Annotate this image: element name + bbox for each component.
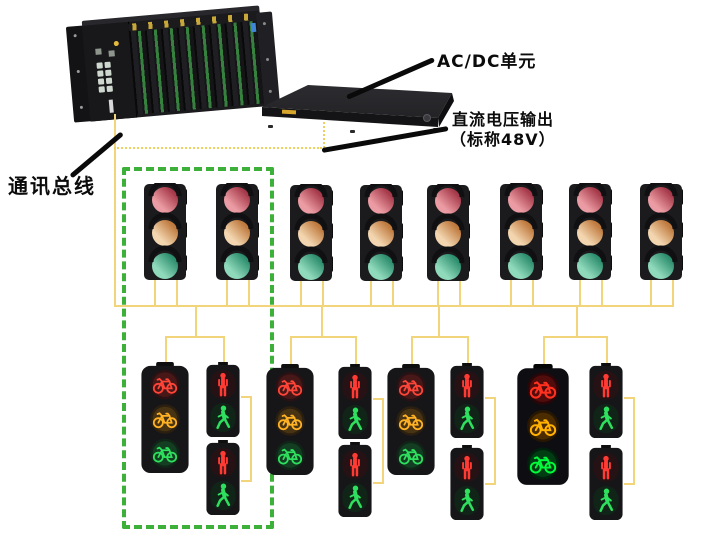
status-led bbox=[113, 40, 120, 47]
io-card-slots bbox=[128, 20, 266, 115]
wire-stub bbox=[579, 278, 581, 306]
wire-stub bbox=[672, 278, 674, 306]
acdc-foot bbox=[350, 130, 355, 133]
comm-bus-label: 通讯总线 bbox=[8, 174, 96, 198]
acdc-dc-port bbox=[423, 114, 431, 122]
dc-output-leader-line bbox=[321, 126, 449, 153]
port-icon bbox=[108, 50, 115, 57]
vehicle-signal-head bbox=[499, 183, 543, 281]
group-drop-wire bbox=[438, 305, 440, 336]
wire-stub bbox=[459, 278, 461, 306]
vehicle-signal-head bbox=[215, 183, 259, 281]
wire-stub bbox=[154, 278, 156, 306]
vehicle-signal-head bbox=[639, 183, 683, 281]
acdc-foot bbox=[268, 125, 273, 128]
pedestrian-signal-head bbox=[337, 442, 373, 518]
group-bracket-leg bbox=[543, 336, 545, 364]
vehicle-signal-head bbox=[426, 184, 470, 282]
port-icon bbox=[95, 48, 102, 55]
wire-stub bbox=[510, 278, 512, 306]
pedestrian-signal-head bbox=[205, 362, 241, 438]
highlight-group-box bbox=[122, 167, 274, 529]
wire-stub bbox=[370, 278, 372, 306]
ac-dc-power-unit bbox=[255, 78, 460, 133]
wire-stub bbox=[437, 278, 439, 306]
eth-port-icon bbox=[250, 22, 257, 33]
group-drop-wire bbox=[576, 305, 578, 336]
ped-pair-link bbox=[485, 397, 496, 485]
pedestrian-signal-head bbox=[205, 440, 241, 516]
bicycle-signal-head bbox=[265, 364, 315, 476]
wire-stub bbox=[322, 278, 324, 306]
ped-pair-link bbox=[624, 397, 635, 485]
group-drop-wire bbox=[321, 305, 323, 336]
pedestrian-signal-head bbox=[337, 364, 373, 440]
wire-stub bbox=[248, 278, 250, 306]
group-bracket bbox=[543, 336, 607, 338]
dc-output-label-line1: 直流电压输出 bbox=[452, 110, 555, 129]
group-bracket-leg bbox=[411, 336, 413, 364]
group-bracket bbox=[411, 336, 468, 338]
bicycle-signal-head bbox=[516, 364, 570, 486]
dc-output-drop bbox=[323, 122, 325, 148]
group-bracket bbox=[290, 336, 356, 338]
terminal-block bbox=[96, 61, 113, 93]
wire-stub bbox=[601, 278, 603, 306]
pedestrian-signal-head bbox=[449, 363, 485, 439]
wire-stub bbox=[176, 278, 178, 306]
vehicle-signal-head bbox=[143, 183, 187, 281]
bicycle-signal-head bbox=[140, 362, 190, 474]
pedestrian-signal-head bbox=[588, 363, 624, 439]
acdc-label-sticker bbox=[281, 109, 297, 115]
group-bracket-leg bbox=[223, 336, 225, 363]
wire-stub bbox=[650, 278, 652, 306]
group-bracket-leg bbox=[606, 336, 608, 363]
vehicle-signal-head bbox=[568, 183, 612, 281]
wire-stub bbox=[226, 278, 228, 306]
dc-output-label-line2: （标称48V） bbox=[450, 130, 556, 149]
bicycle-signal-head bbox=[386, 364, 436, 476]
rack-body bbox=[82, 10, 268, 122]
comm-bus-line bbox=[114, 114, 116, 306]
group-bracket-leg bbox=[467, 336, 469, 364]
wire-stub bbox=[392, 278, 394, 306]
vehicle-signal-head bbox=[359, 184, 403, 282]
ped-pair-link bbox=[241, 396, 252, 482]
group-drop-wire bbox=[195, 305, 197, 336]
group-bracket-leg bbox=[355, 336, 357, 364]
signal-bus-line bbox=[114, 305, 674, 307]
group-bracket-leg bbox=[290, 336, 292, 364]
vehicle-signal-head bbox=[289, 184, 333, 282]
ac-dc-unit-label: AC/DC单元 bbox=[437, 52, 537, 72]
connector-stub bbox=[108, 99, 114, 113]
group-bracket bbox=[165, 336, 225, 338]
ped-pair-link bbox=[373, 398, 384, 484]
dc-output-line bbox=[114, 147, 322, 149]
wire-stub bbox=[532, 278, 534, 306]
group-bracket-leg bbox=[165, 336, 167, 363]
signal-controller-rack bbox=[64, 4, 281, 126]
wire-stub bbox=[300, 278, 302, 306]
pedestrian-signal-head bbox=[449, 445, 485, 521]
pedestrian-signal-head bbox=[588, 445, 624, 521]
